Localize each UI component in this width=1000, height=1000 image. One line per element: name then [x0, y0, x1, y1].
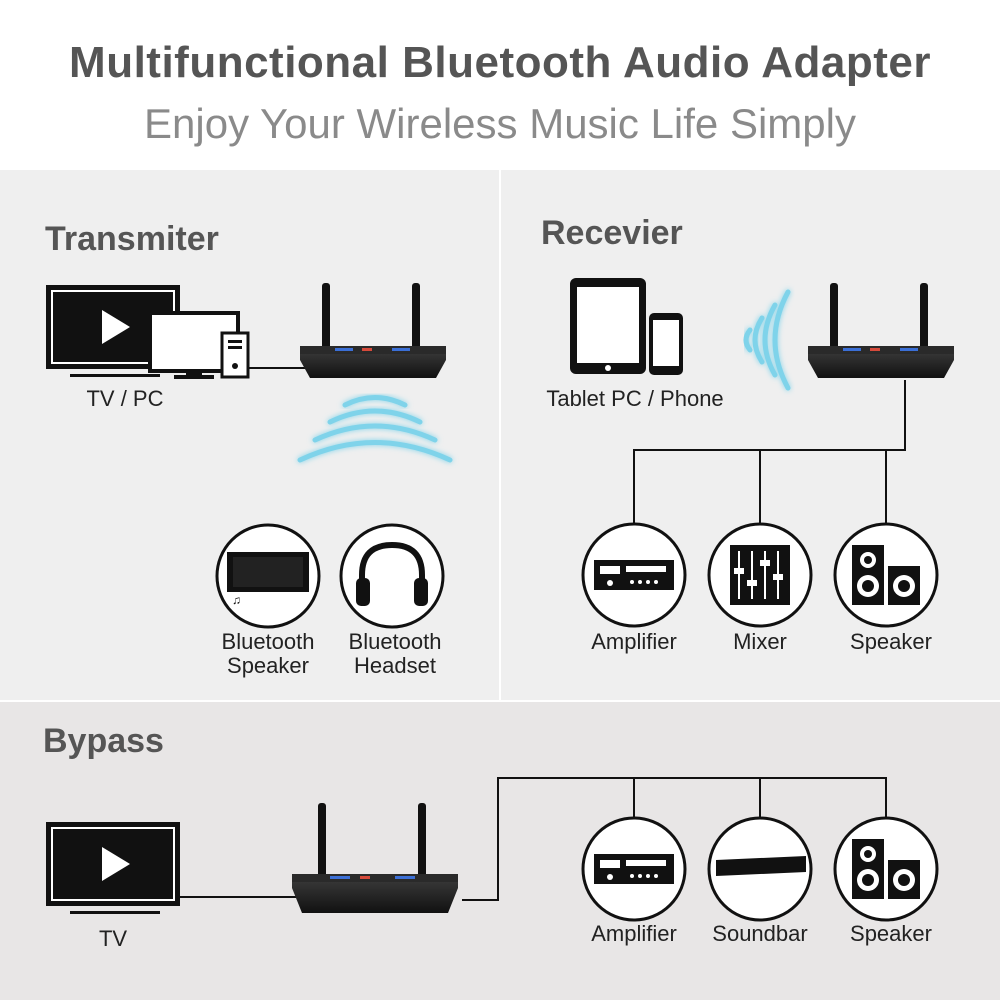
rx-target-amplifier-label: Amplifier: [591, 629, 677, 654]
tx-target-headset-line1: Bluetooth: [348, 629, 442, 654]
tx-target-speaker-line2: Speaker: [227, 653, 309, 678]
tx-target-headset-line2: Headset: [354, 653, 436, 678]
bluetooth-headset-icon: [339, 523, 445, 629]
svg-text:♫: ♫: [232, 593, 241, 607]
tx-target-label-headset: Bluetooth Headset: [330, 630, 460, 678]
bypass-title: Bypass: [43, 722, 164, 760]
bypass-tv-icon: [46, 822, 180, 914]
rx-amplifier-icon: [581, 522, 687, 628]
rx-adapter-icon: [808, 283, 954, 378]
bypass-target-speaker-label: Speaker: [850, 921, 932, 946]
phone-icon: [649, 313, 683, 375]
receiver-title: Recevier: [541, 214, 683, 252]
header: Multifunctional Bluetooth Audio Adapter …: [0, 0, 1000, 170]
bypass-target-amplifier-label: Amplifier: [591, 921, 677, 946]
rx-source-label: Tablet PC / Phone: [546, 386, 724, 411]
bypass-speaker-icon: [833, 816, 939, 922]
page-title: Multifunctional Bluetooth Audio Adapter: [69, 38, 931, 87]
bypass-amplifier-icon: [581, 816, 687, 922]
bypass-source-label: TV: [98, 926, 128, 951]
soundbar-icon: [707, 816, 813, 922]
bypass-adapter-icon: [292, 803, 458, 913]
tablet-icon: [570, 278, 646, 374]
tx-target-speaker-line1: Bluetooth: [221, 629, 315, 654]
page-subtitle: Enjoy Your Wireless Music Life Simply: [144, 100, 856, 147]
bypass-target-soundbar-label: Soundbar: [712, 921, 808, 946]
rx-target-mixer-label: Mixer: [733, 629, 787, 654]
rx-target-speaker-label: Speaker: [850, 629, 932, 654]
pc-tower-icon: [220, 331, 250, 379]
rx-speaker-icon: [833, 522, 939, 628]
tx-adapter-icon: [300, 283, 446, 378]
tx-bluetooth-waves: [297, 395, 453, 463]
tx-target-label-speaker: Bluetooth Speaker: [203, 630, 333, 678]
transmitter-title: Transmiter: [45, 220, 219, 258]
rx-bluetooth-waves: [743, 289, 791, 391]
rx-connection-lines: [633, 380, 906, 524]
mixer-icon: [707, 522, 813, 628]
tx-source-label: TV / PC: [86, 386, 164, 411]
bluetooth-speaker-icon: ♫: [215, 523, 321, 629]
bypass-connection-lines: [462, 777, 887, 901]
